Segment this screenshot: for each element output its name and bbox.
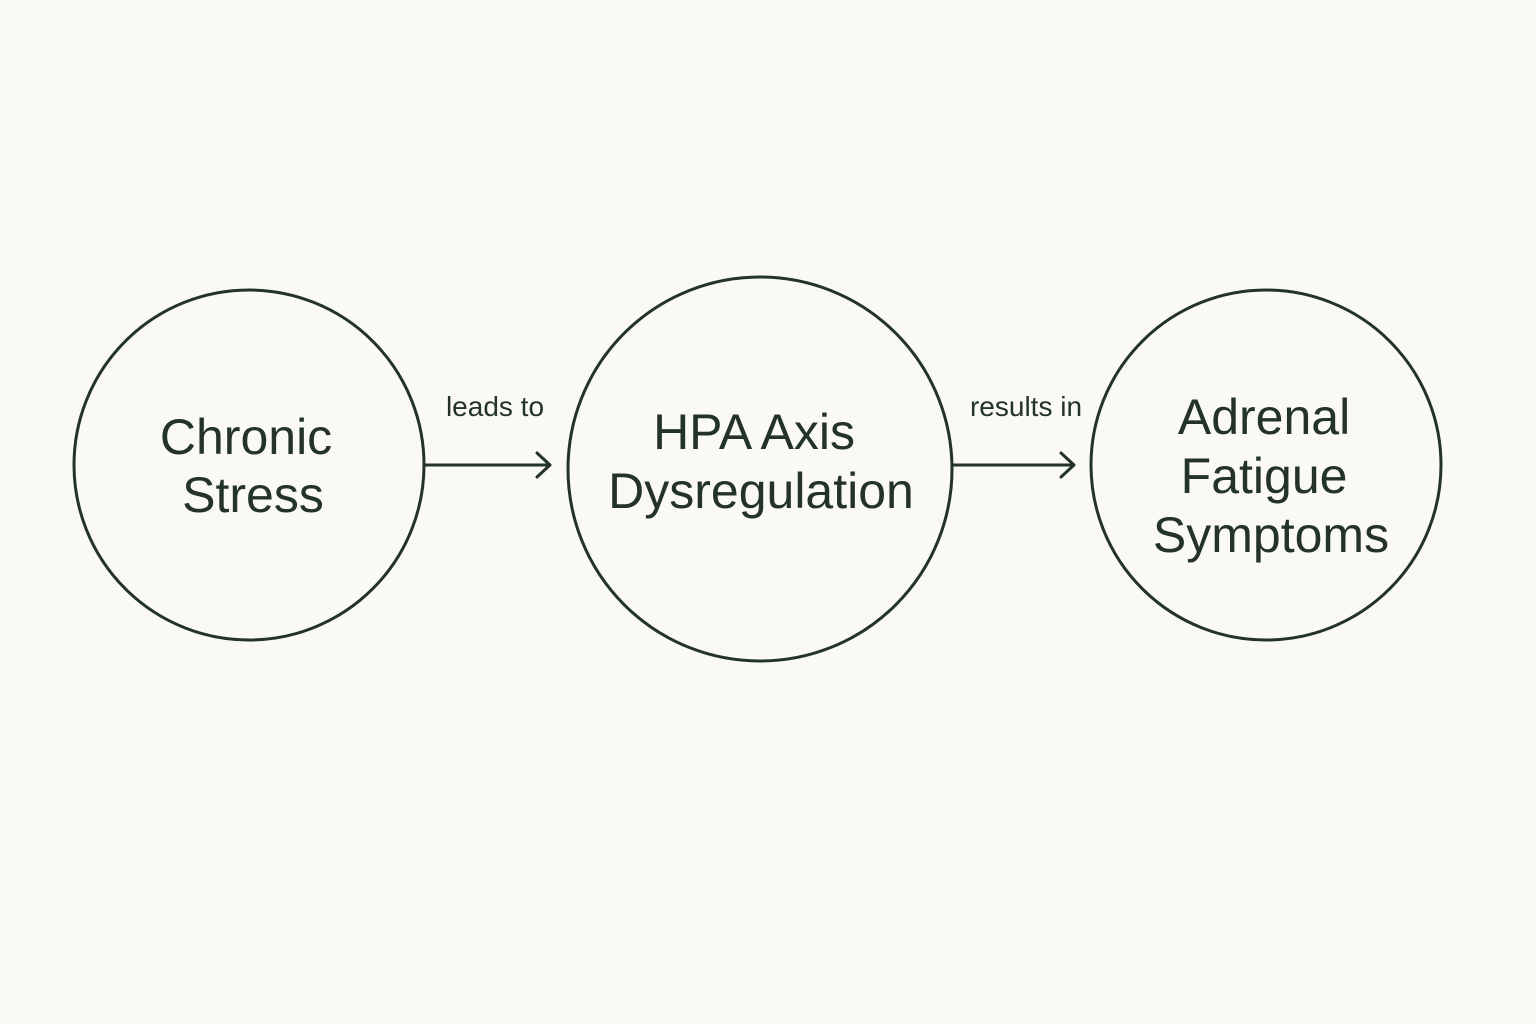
node-hpa-axis-dysregulation: HPA Axis Dysregulation: [566, 275, 954, 663]
edge-results-in-label: results in: [970, 391, 1082, 422]
node-adrenal-fatigue-symptoms-label: Adrenal Fatigue Symptoms: [1153, 389, 1389, 563]
node-adrenal-fatigue-symptoms-line-1: Adrenal: [1178, 389, 1350, 445]
node-adrenal-fatigue-symptoms: Adrenal Fatigue Symptoms: [1089, 288, 1443, 642]
node-hpa-axis-dysregulation-line-2: Dysregulation: [608, 463, 914, 519]
edge-leads-to: leads to: [424, 391, 552, 479]
node-hpa-axis-dysregulation-circle: [566, 275, 954, 663]
node-hpa-axis-dysregulation-label: HPA Axis Dysregulation: [608, 404, 914, 519]
node-adrenal-fatigue-symptoms-line-3: Symptoms: [1153, 507, 1389, 563]
node-adrenal-fatigue-symptoms-line-2: Fatigue: [1181, 448, 1348, 504]
node-chronic-stress-line-1: Chronic: [160, 409, 332, 465]
node-hpa-axis-dysregulation-line-1: HPA Axis: [653, 404, 855, 460]
node-chronic-stress-label: Chronic Stress: [160, 409, 346, 523]
edge-leads-to-arrowhead: [535, 451, 552, 479]
edge-results-in-arrowhead: [1059, 451, 1076, 479]
edge-leads-to-label: leads to: [446, 391, 544, 422]
edge-results-in: results in: [953, 391, 1082, 479]
node-chronic-stress: Chronic Stress: [72, 288, 426, 642]
node-adrenal-fatigue-symptoms-circle: [1089, 288, 1443, 642]
node-chronic-stress-line-2: Stress: [182, 467, 324, 523]
node-chronic-stress-circle: [72, 288, 426, 642]
